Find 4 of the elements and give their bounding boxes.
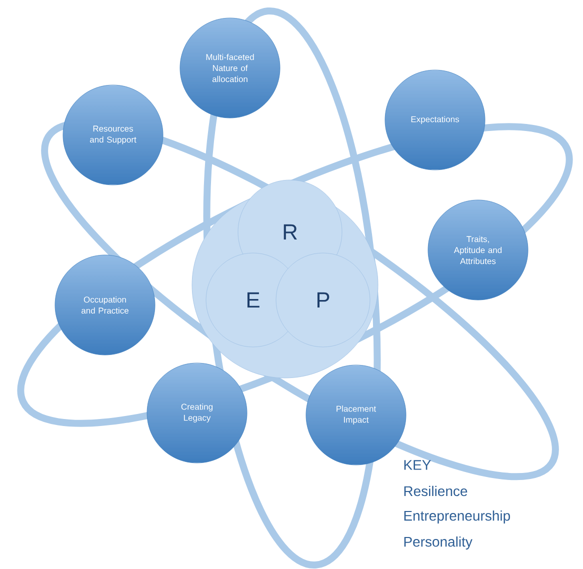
key-item: Resilience bbox=[404, 486, 468, 496]
key-item: Entrepreneurship bbox=[404, 510, 510, 524]
key-heading: KEY bbox=[404, 460, 431, 470]
key-item: Personality bbox=[404, 536, 472, 550]
